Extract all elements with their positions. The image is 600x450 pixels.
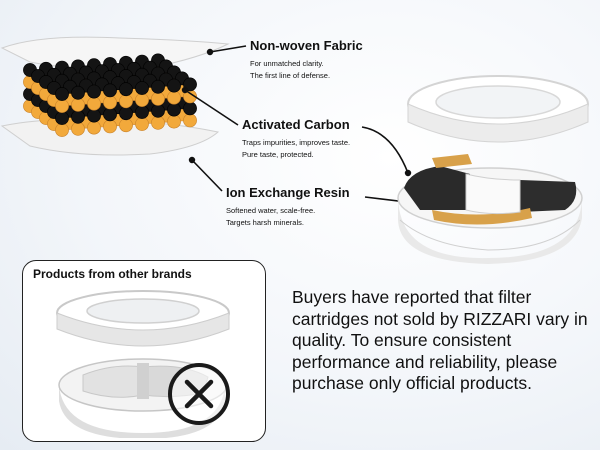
layer-title: Activated Carbon	[242, 117, 350, 132]
carbon-bead	[71, 85, 85, 100]
layer-desc-line: Traps impurities, improves taste.	[242, 138, 351, 147]
leader-dot-carbon	[181, 86, 189, 94]
carbon-bead	[103, 83, 117, 98]
leader-line-carbon-ring	[361, 126, 409, 174]
cartridge-top-ring	[407, 75, 589, 143]
carbon-bead	[167, 78, 181, 93]
layer-desc-line: Targets harsh minerals.	[226, 218, 304, 227]
layer-title: Non-woven Fabric	[250, 38, 363, 53]
cartridge-carbon-chamber-right	[520, 180, 577, 212]
layer-desc-line: Pure taste, protected.	[242, 150, 314, 159]
layer-desc-line: Softened water, scale-free.	[226, 206, 316, 215]
leader-dot-carbon-ring	[404, 169, 412, 177]
cartridge-carbon-chamber	[404, 166, 470, 210]
authenticity-notice: Buyers have reported that filter cartrid…	[292, 287, 588, 393]
carbon-bead	[87, 84, 101, 99]
leader-line-carbon	[184, 89, 239, 126]
layer-title: Ion Exchange Resin	[226, 185, 350, 200]
other-brands-title: Products from other brands	[33, 267, 192, 281]
layer-desc-line: For unmatched clarity.	[250, 59, 324, 68]
cartridge-base	[397, 154, 583, 264]
no-cross-icon	[168, 363, 230, 425]
layer-label-resin: Ion Exchange Resin Softened water, scale…	[226, 185, 350, 229]
cartridge-resin-strip	[432, 208, 532, 225]
carbon-bead	[151, 79, 165, 94]
leader-line-fabric	[209, 45, 247, 53]
leader-dot-resin	[188, 156, 196, 164]
official-cartridge-illustration	[397, 75, 589, 264]
carbon-bead	[119, 82, 133, 97]
leader-dot-fabric	[206, 48, 214, 56]
carbon-bead	[135, 81, 149, 95]
other-brands-panel: Products from other brands	[22, 260, 266, 442]
layer-label-carbon: Activated Carbon Traps impurities, impro…	[242, 117, 350, 161]
carbon-bead	[55, 87, 69, 101]
layer-label-fabric: Non-woven Fabric For unmatched clarity. …	[250, 38, 363, 82]
layer-desc-line: The first line of defense.	[250, 71, 331, 80]
other-brand-cartridge-illustration	[56, 290, 230, 438]
filter-layers-illustration	[0, 28, 240, 168]
cartridge-resin-strip-top	[432, 154, 472, 168]
leader-line-resin	[191, 159, 223, 192]
